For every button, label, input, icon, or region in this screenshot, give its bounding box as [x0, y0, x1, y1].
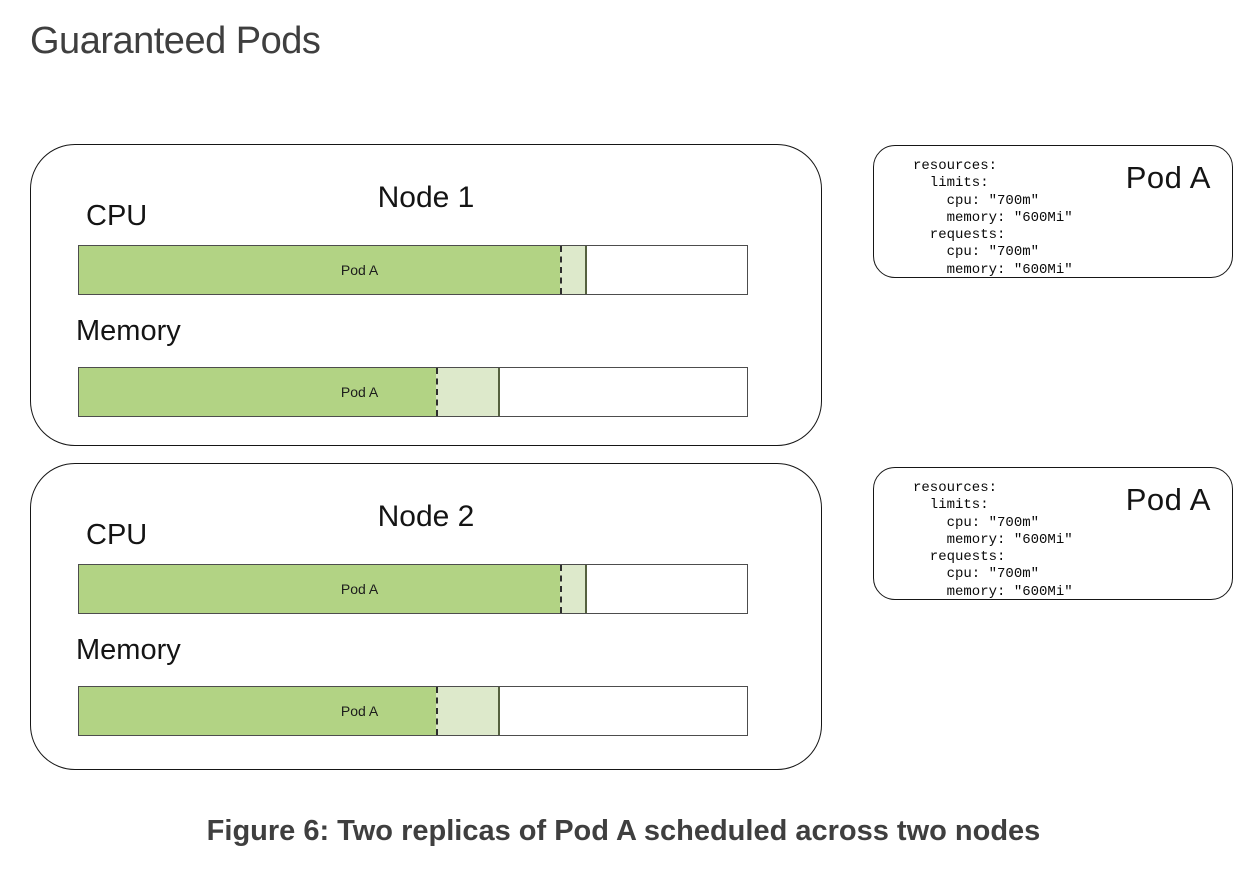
- node-1-box: Node 1 CPU Pod A Memory Pod A: [30, 144, 822, 446]
- pod-request-segment: [79, 687, 437, 735]
- node-2-box: Node 2 CPU Pod A Memory Pod A: [30, 463, 822, 770]
- request-boundary-dashed-line: [559, 246, 562, 294]
- cpu-label: CPU: [86, 519, 148, 551]
- pod-request-segment: [79, 565, 560, 613]
- request-boundary-dashed-line: [436, 687, 439, 735]
- pod-a-spec-box-1: resources: limits: cpu: "700m" memory: "…: [873, 145, 1233, 278]
- request-boundary-dashed-line: [436, 368, 439, 416]
- memory-label: Memory: [76, 634, 181, 666]
- pod-request-segment: [79, 246, 560, 294]
- cpu-label: CPU: [86, 200, 148, 232]
- node-1-memory-bar: Pod A: [78, 367, 748, 417]
- pod-name-label: Pod A: [1125, 482, 1211, 517]
- page-title: Guaranteed Pods: [30, 20, 321, 62]
- pod-label: Pod A: [340, 262, 379, 278]
- pod-request-segment: [79, 368, 437, 416]
- node-2-memory-bar: Pod A: [78, 686, 748, 736]
- pod-a-spec-box-2: resources: limits: cpu: "700m" memory: "…: [873, 467, 1233, 600]
- pod-label: Pod A: [340, 703, 379, 719]
- pod-label: Pod A: [340, 384, 379, 400]
- request-boundary-dashed-line: [559, 565, 562, 613]
- pod-label: Pod A: [340, 581, 379, 597]
- pod-spec-yaml: resources: limits: cpu: "700m" memory: "…: [913, 158, 1073, 278]
- memory-label: Memory: [76, 315, 181, 347]
- node-2-title: Node 2: [377, 500, 475, 533]
- node-1-title: Node 1: [377, 181, 475, 214]
- figure-caption: Figure 6: Two replicas of Pod A schedule…: [206, 815, 1041, 847]
- pod-name-label: Pod A: [1125, 160, 1211, 195]
- pod-spec-yaml: resources: limits: cpu: "700m" memory: "…: [913, 480, 1073, 600]
- node-2-cpu-bar: Pod A: [78, 564, 748, 614]
- node-1-cpu-bar: Pod A: [78, 245, 748, 295]
